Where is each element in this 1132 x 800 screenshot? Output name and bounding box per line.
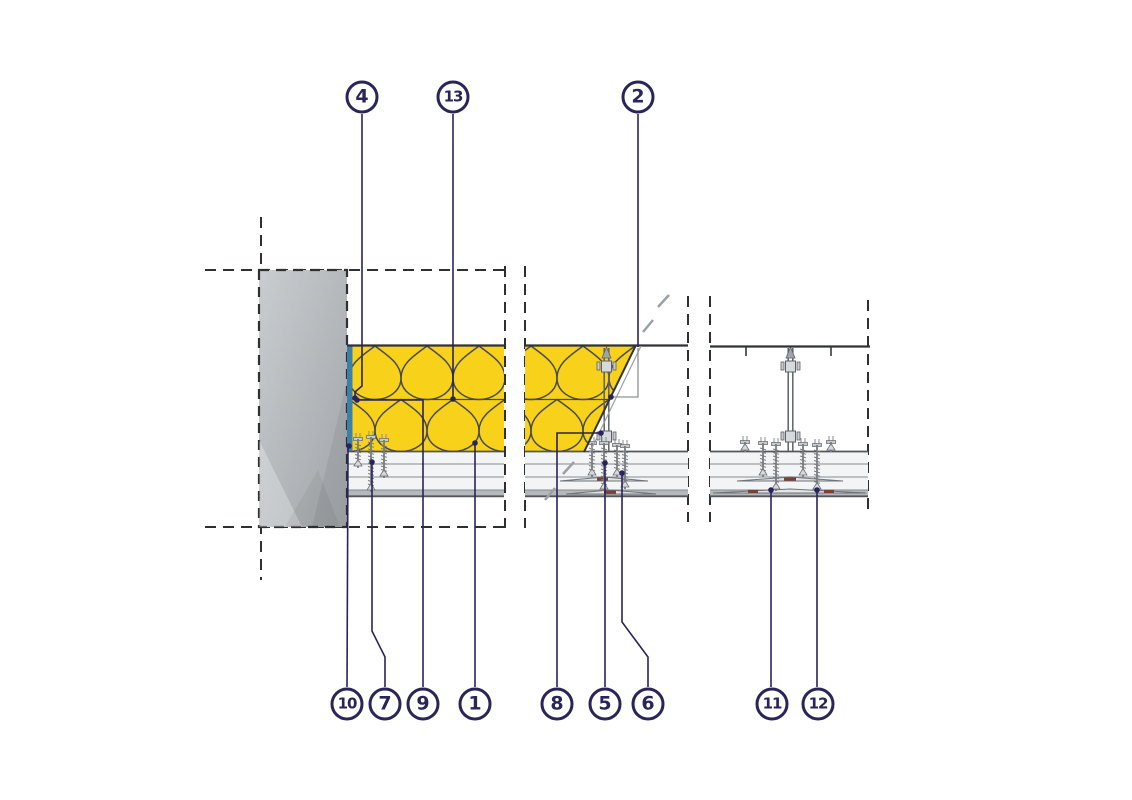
drawing-outlines (347, 294, 870, 501)
leader-13 (450, 114, 456, 402)
screw (587, 437, 597, 477)
channel-web (784, 477, 796, 481)
screw (826, 436, 836, 452)
callout-6: 6 (631, 687, 665, 721)
leader-1 (472, 440, 478, 687)
screw (379, 434, 389, 478)
leader-7 (369, 459, 386, 687)
leader-dot (369, 459, 375, 465)
pen-tick (562, 461, 575, 475)
leader-dot (472, 440, 478, 446)
wall-facet-shadow (312, 380, 347, 527)
screw (740, 436, 750, 452)
callout-12: 12 (801, 687, 835, 721)
callout-4: 4 (345, 80, 379, 114)
upper-layer-step-edge (611, 348, 639, 398)
leader-10 (346, 443, 352, 688)
leader-dot (346, 443, 352, 449)
callout-11: 11 (755, 687, 789, 721)
screw (758, 437, 768, 477)
leader-5 (602, 460, 608, 687)
channel-web (604, 490, 616, 494)
hanger-anchor (601, 345, 612, 359)
screw (599, 437, 609, 491)
callout-1: 1 (458, 687, 492, 721)
pen-tick (657, 294, 670, 308)
channel-web (597, 477, 608, 481)
wall-facet-highlight (259, 440, 302, 527)
channel-web (748, 489, 758, 493)
screw (812, 439, 822, 491)
leader-8 (556, 430, 604, 687)
leader-dot (598, 430, 604, 436)
leader-dot (814, 487, 820, 493)
leader-2 (608, 114, 639, 400)
leader-dot (768, 487, 774, 493)
leader-dot (619, 470, 625, 476)
break-pen-ticks (544, 294, 670, 501)
screw (353, 433, 363, 468)
hanger-clip (785, 430, 796, 443)
insulation-diagonal-cut-inner (589, 345, 642, 453)
hanger-clip (785, 360, 796, 373)
leader-dot (354, 397, 360, 403)
leader-12 (814, 487, 820, 687)
callout-10: 10 (330, 687, 364, 721)
pen-tick (544, 487, 556, 501)
callout-7: 7 (368, 687, 402, 721)
screw (620, 440, 630, 489)
concrete-wall-body (257, 268, 349, 529)
pen-tick (642, 319, 654, 333)
screw (798, 438, 808, 477)
screw (771, 438, 781, 491)
callout-5: 5 (588, 687, 622, 721)
leader-11 (768, 487, 774, 687)
leader-dot (608, 394, 614, 400)
concrete-wall (257, 268, 349, 529)
hanger-clip (601, 360, 612, 373)
leader-6 (619, 470, 649, 687)
leader-4 (352, 114, 363, 401)
screw (612, 439, 622, 477)
callout-9: 9 (406, 687, 440, 721)
wall-facet-shadow2 (285, 470, 340, 527)
leader-dot (602, 460, 608, 466)
hanger-rod (780, 345, 801, 451)
callout-13: 13 (436, 80, 470, 114)
drywall-screws (353, 431, 836, 492)
leader-9 (354, 397, 424, 687)
channel-web (824, 489, 834, 493)
callout-8: 8 (540, 687, 574, 721)
callout-2: 2 (621, 80, 655, 114)
hanger-anchor (785, 345, 796, 359)
leader-dot (450, 396, 456, 402)
perimeter-edge-strip (347, 345, 353, 452)
